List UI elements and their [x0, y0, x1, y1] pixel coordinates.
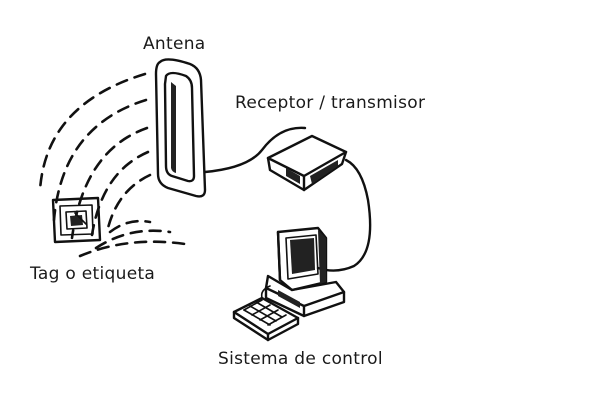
control-system-label: Sistema de control: [218, 349, 383, 369]
reader-box-icon: [266, 134, 348, 192]
antenna-icon: [154, 58, 207, 198]
keyboard-icon: [232, 296, 300, 342]
antenna-label: Antena: [143, 34, 206, 54]
tag-label: Tag o etiqueta: [30, 264, 156, 284]
rfid-tag-icon: [51, 196, 102, 244]
computer-icon: [264, 226, 346, 318]
radio-waves: [38, 72, 187, 258]
reader-label: Receptor / transmisor: [235, 93, 426, 113]
keyboard-cable: [260, 285, 271, 299]
antenna-reader-cable: [203, 126, 307, 174]
reader-computer-cable: [316, 158, 372, 272]
